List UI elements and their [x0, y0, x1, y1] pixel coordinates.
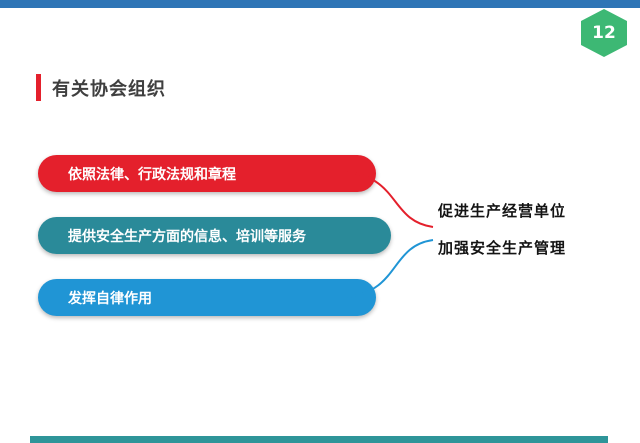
page-number: 12 [592, 23, 616, 43]
slide-title: 有关协会组织 [52, 78, 166, 100]
pill-laws-regulations-label: 依照法律、行政法规和章程 [68, 166, 236, 183]
bottom-accent-bar [30, 436, 608, 443]
pill-laws-regulations: 依照法律、行政法规和章程 [38, 155, 376, 192]
slide-title-row: 有关协会组织 [36, 74, 166, 101]
title-accent-bar [36, 74, 41, 101]
outcome-strengthen-management: 加强安全生产管理 [438, 239, 567, 257]
top-accent-bar [0, 0, 640, 8]
pill-info-training-services-label: 提供安全生产方面的信息、培训等服务 [68, 228, 306, 245]
outcome-promote-units: 促进生产经营单位 [438, 202, 567, 220]
page-number-badge: 12 [581, 9, 627, 57]
pill-info-training-services: 提供安全生产方面的信息、培训等服务 [38, 217, 391, 254]
pill-self-discipline: 发挥自律作用 [38, 279, 376, 316]
pill-self-discipline-label: 发挥自律作用 [68, 290, 152, 307]
